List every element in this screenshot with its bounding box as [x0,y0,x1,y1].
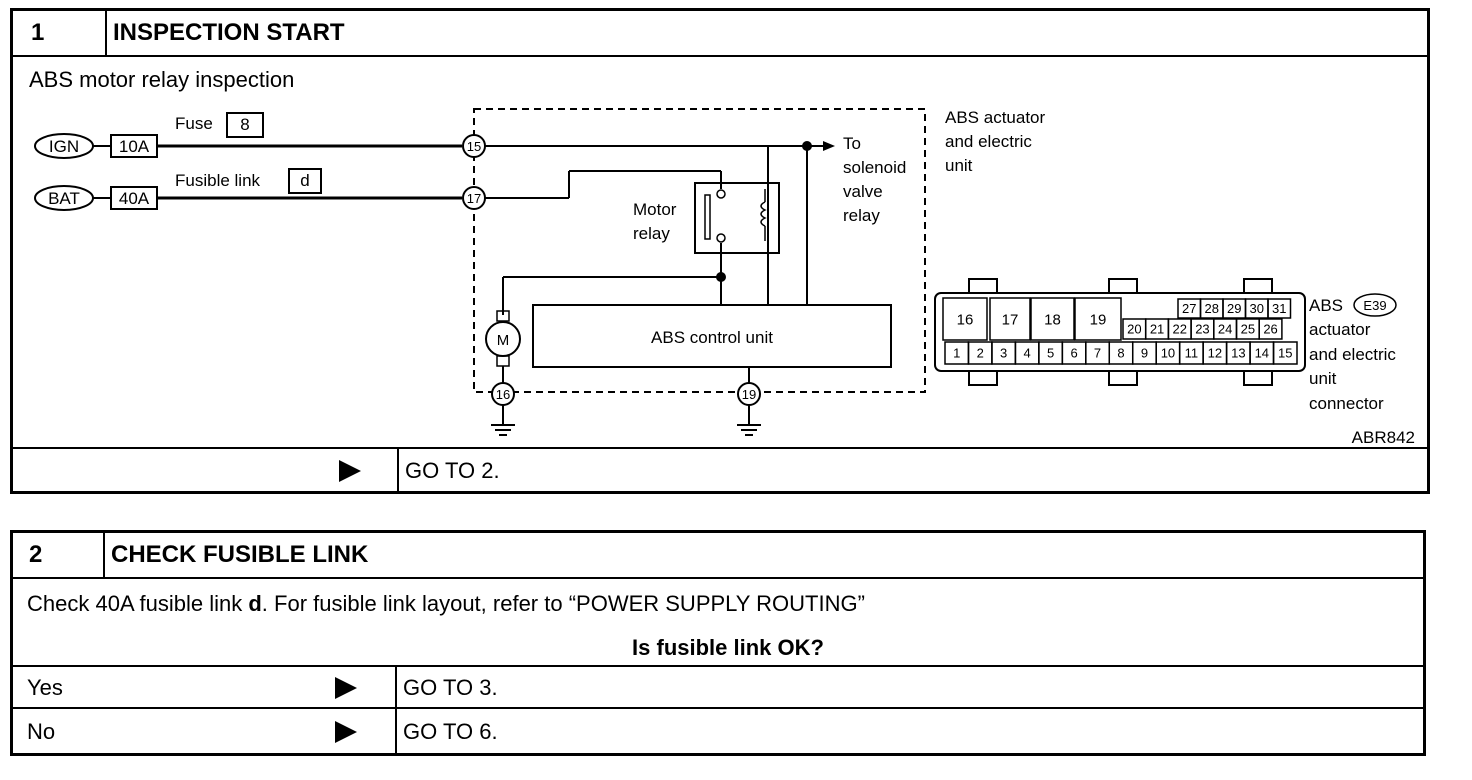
fuse-id: 8 [240,115,249,134]
svg-text:15: 15 [467,139,481,154]
step2-table: 2 CHECK FUSIBLE LINK Check 40A fusible l… [10,530,1426,756]
svg-text:and electric: and electric [1309,345,1396,364]
no-row: No GO TO 6. [13,707,1423,755]
fuse-label: Fuse [175,114,213,133]
fusible-label: Fusible link [175,171,261,190]
connector-pin-label: 12 [1208,346,1222,361]
fusible-id: d [300,171,309,190]
connector-pin [989,297,1031,341]
wiring-diagram: IGN BAT 10A 40A Fuse 8 Fusible link d [34,108,1415,447]
svg-text:To: To [843,134,861,153]
svg-text:19: 19 [742,387,756,402]
fuse-rating: 10A [119,137,150,156]
step2-instruction: Check 40A fusible link d. For fusible li… [27,591,865,616]
motor-relay [694,182,780,254]
connector-pin-label: 13 [1231,346,1245,361]
svg-text:actuator: actuator [1309,320,1371,339]
step2-title: CHECK FUSIBLE LINK [111,541,369,568]
connector-pin-label: 27 [1182,301,1196,316]
connector-pin [1030,297,1075,341]
connector-pin-label: 25 [1241,322,1255,337]
svg-text:valve: valve [843,182,883,201]
bat-label: BAT [48,189,80,208]
svg-text:17: 17 [467,191,481,206]
step2-header-row: 2 CHECK FUSIBLE LINK [13,533,1423,577]
connector-pin [942,297,988,341]
connector-pin-label: 2 [977,346,984,361]
arrow-right-icon [339,460,361,482]
connector-pin-label: 21 [1150,322,1164,337]
arrow-right-icon [335,721,357,743]
connector-pin-label: 6 [1070,346,1077,361]
connector-pin-label: 15 [1278,346,1292,361]
connector-pin-label: 4 [1024,346,1031,361]
svg-text:ABS control unit: ABS control unit [651,328,773,347]
svg-text:solenoid: solenoid [843,158,906,177]
connector-pin-label: 16 [957,311,974,328]
connector-pin-label: 17 [1002,311,1019,328]
connector-pin-label: 1 [953,346,960,361]
connector-pin [1258,318,1283,340]
svg-text:connector: connector [1309,394,1384,413]
svg-text:E39: E39 [1363,298,1386,313]
svg-text:relay: relay [843,206,880,225]
fusible-rating: 40A [119,189,150,208]
svg-text:ABS: ABS [1309,296,1343,315]
connector-pin-label: 31 [1272,301,1286,316]
step1-result-row: GO TO 2. [13,447,1427,493]
yes-row: Yes GO TO 3. [13,665,1423,709]
step2-question: Is fusible link OK? [632,635,824,660]
connector-pin-label: 22 [1173,322,1187,337]
no-result: GO TO 6. [403,719,498,744]
step1-header-row: 1 INSPECTION START [13,11,1427,55]
step1-body: ABS motor relay inspection IGN BAT 10A 4… [13,55,1427,449]
connector-pin-label: 11 [1185,346,1199,361]
yes-label: Yes [27,675,63,700]
connector-pin-label: 5 [1047,346,1054,361]
connector-pin-label: 29 [1227,301,1241,316]
connector-pin [1272,341,1298,365]
connector-pin-label: 14 [1255,346,1269,361]
ign-label: IGN [49,137,79,156]
connector-pin-label: 9 [1141,346,1148,361]
connector-pin-label: 19 [1090,311,1107,328]
motor-relay-label2: relay [633,224,670,243]
connector-pin-label: 3 [1000,346,1007,361]
connector-pin-label: 24 [1218,322,1232,337]
figure-id: ABR842 [1352,428,1415,447]
connector-pin-label: 26 [1263,322,1277,337]
svg-text:ABS actuator: ABS actuator [945,108,1046,127]
connector-pin-label: 18 [1044,311,1061,328]
abs-unit-boundary [473,108,926,393]
svg-text:and electric: and electric [945,132,1032,151]
connector-pin-label: 7 [1094,346,1101,361]
svg-text:16: 16 [496,387,510,402]
svg-text:unit: unit [945,156,973,175]
connector-pin-label: 30 [1250,301,1264,316]
svg-text:unit: unit [1309,369,1337,388]
connector-pin-label: 23 [1195,322,1209,337]
connector-pin [1267,298,1292,319]
svg-text:M: M [497,332,510,349]
arrow-right-icon [335,677,357,699]
step1-subtitle: ABS motor relay inspection [29,67,295,92]
connector-pin-label: 8 [1117,346,1124,361]
connector-pin [1074,297,1122,341]
connector-pin-label: 20 [1127,322,1141,337]
step1-number: 1 [31,19,45,46]
step2-body: Check 40A fusible link d. For fusible li… [13,577,1423,667]
abs-control-unit [532,304,892,368]
motor-relay-label1: Motor [633,200,677,219]
step1-table: 1 INSPECTION START ABS motor relay inspe… [10,8,1430,494]
yes-result: GO TO 3. [403,675,498,700]
step1-result: GO TO 2. [405,458,500,483]
step2-number: 2 [29,541,43,568]
no-label: No [27,719,56,744]
step1-title: INSPECTION START [113,19,345,46]
connector-pin-label: 10 [1161,346,1175,361]
connector-pin-label: 28 [1205,301,1219,316]
